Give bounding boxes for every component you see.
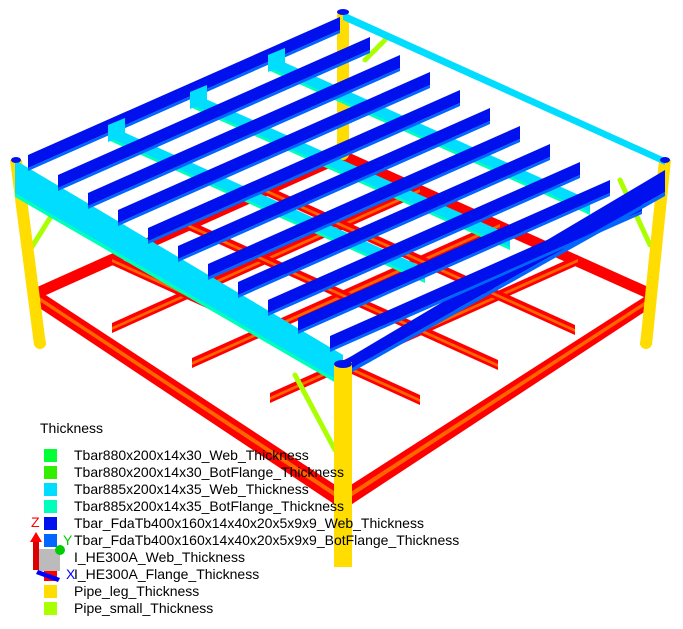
legend-item: Tbar880x200x14x30_BotFlange_Thickness	[40, 464, 344, 481]
legend-title: Thickness	[40, 420, 104, 436]
legend-label: Tbar885x200x14x35_Web_Thickness	[74, 481, 309, 497]
legend-swatch	[44, 534, 57, 547]
legend-label: Pipe_leg_Thickness	[74, 583, 200, 599]
legend-item: Pipe_leg_Thickness	[40, 583, 199, 600]
legend-item: Tbar885x200x14x35_BotFlange_Thickness	[40, 498, 344, 515]
legend-swatch	[44, 466, 57, 479]
legend-item: Tbar_FdaTb400x160x14x40x20x5x9x9_Web_Thi…	[40, 515, 424, 532]
z-axis-label: Z	[31, 514, 40, 530]
legend-item: Tbar885x200x14x35_Web_Thickness	[40, 481, 309, 498]
leg-right	[640, 160, 671, 345]
x-axis-label: X	[66, 566, 76, 582]
legend-swatch	[44, 585, 57, 598]
leg-front	[334, 362, 352, 567]
legend-label: Tbar880x200x14x30_BotFlange_Thickness	[74, 464, 345, 480]
legs-front	[11, 9, 670, 567]
legend-label: Pipe_small_Thickness	[74, 600, 214, 616]
thickness-legend: Thickness Tbar880x200x14x30_Web_Thicknes…	[40, 420, 459, 617]
legend-item: Tbar_FdaTb400x160x14x40x20x5x9x9_BotFlan…	[40, 532, 459, 549]
triad-icon	[30, 532, 65, 582]
leg-left	[10, 160, 46, 345]
legend-label: Tbar_FdaTb400x160x14x40x20x5x9x9_BotFlan…	[74, 532, 460, 548]
deck	[15, 12, 665, 387]
legend-label: Tbar885x200x14x35_BotFlange_Thickness	[74, 498, 345, 514]
legend-swatch	[44, 500, 57, 513]
axis-triad[interactable]: Z Y X	[28, 512, 78, 587]
legend-label: Tbar880x200x14x30_Web_Thickness	[74, 447, 309, 463]
legend-swatch	[44, 602, 57, 615]
legend-label: Tbar_FdaTb400x160x14x40x20x5x9x9_Web_Thi…	[74, 515, 424, 531]
y-axis-label: Y	[63, 532, 73, 548]
legend-swatch	[44, 517, 57, 530]
legend-label: I_HE300A_Flange_Thickness	[74, 566, 260, 582]
legend-item: Tbar880x200x14x30_Web_Thickness	[40, 447, 309, 464]
legend-label: I_HE300A_Web_Thickness	[74, 549, 245, 565]
legend-swatch	[44, 449, 57, 462]
legend-item: Pipe_small_Thickness	[40, 600, 213, 617]
legend-swatch	[44, 483, 57, 496]
